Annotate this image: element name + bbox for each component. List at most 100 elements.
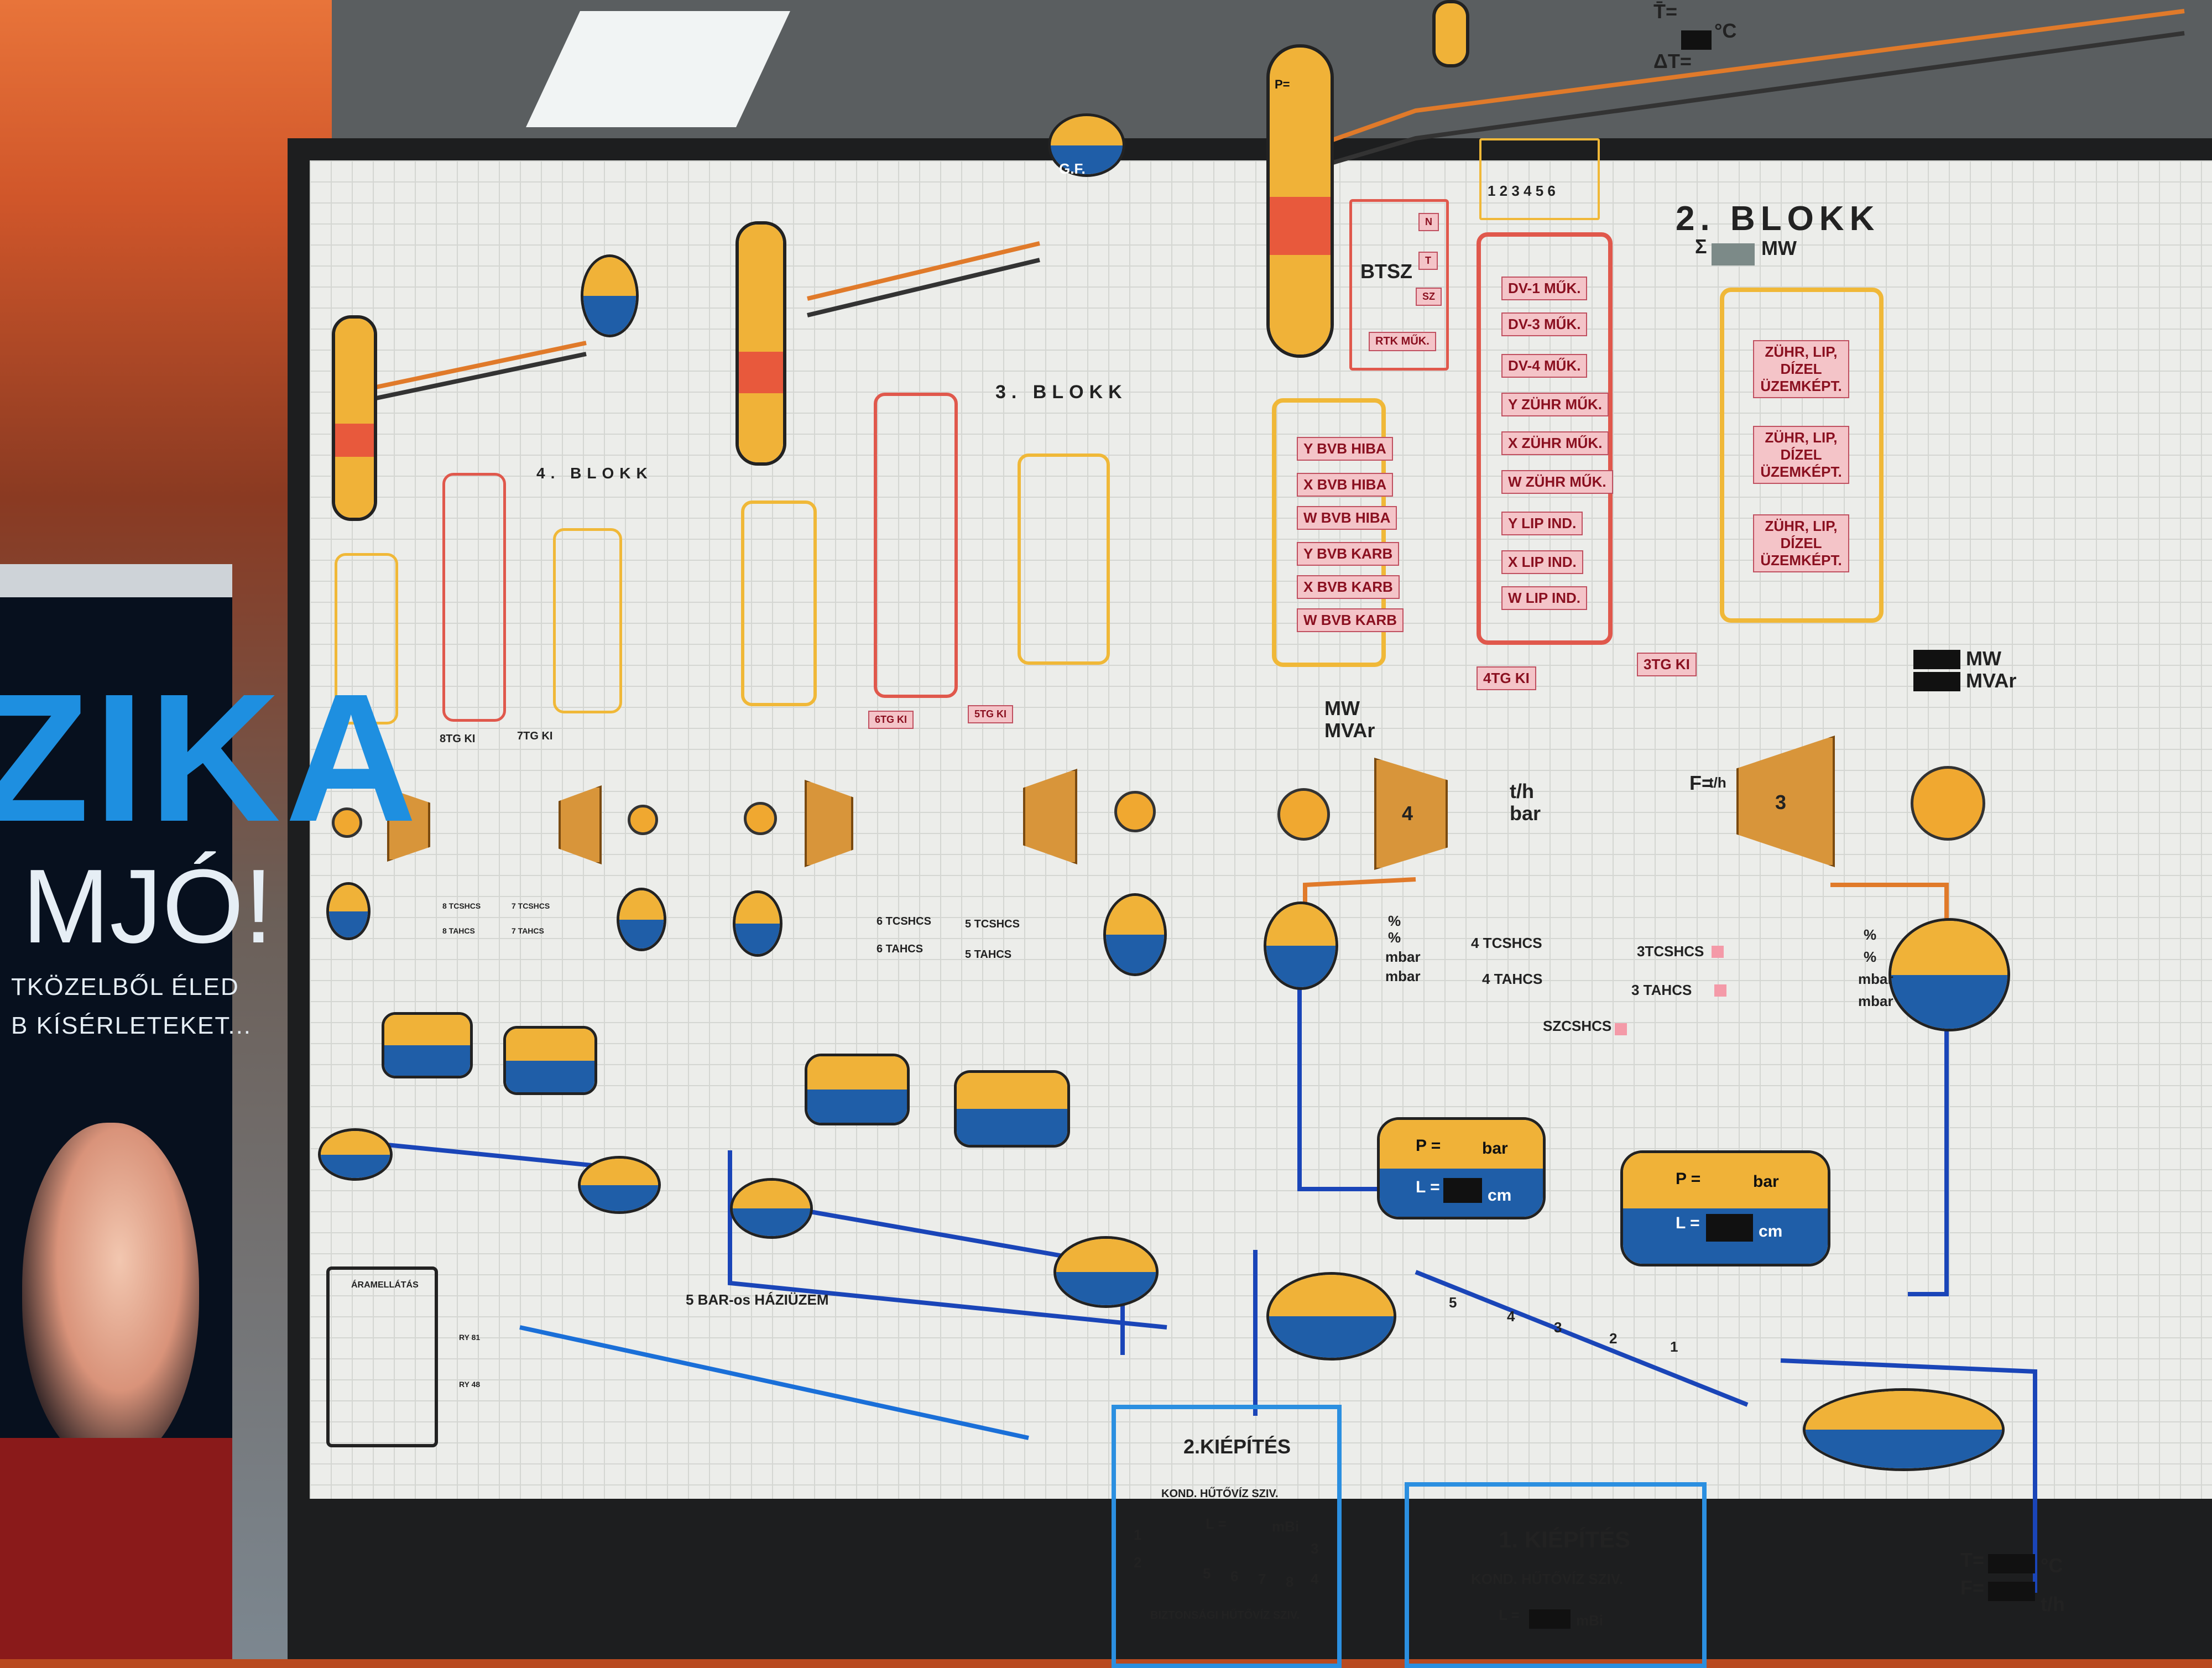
kiepites-2-pump-8: 8 <box>1286 1573 1294 1590</box>
gen-3-mw: MW <box>1966 647 2001 670</box>
cond-3-pct-1: % <box>1864 926 1877 943</box>
bottom-f-unit: t/h <box>2041 1593 2065 1615</box>
kiepites-1-l-label: L = <box>1499 1607 1520 1623</box>
top-t-unit: °C <box>1714 19 1737 42</box>
heater-5 <box>954 1070 1070 1148</box>
annun-2y-item-6: W BVB KARB <box>1297 608 1404 632</box>
poster-child-photo <box>22 1123 199 1466</box>
generator-7 <box>628 805 658 835</box>
steam-pipe-4 <box>375 341 587 389</box>
poster-line-1: TKÖZELBŐL ÉLED <box>11 973 239 1000</box>
btsz-2-t: T <box>1418 252 1438 270</box>
top-dt-label: ΔT= <box>1653 50 1692 72</box>
kiepites-1-sub: KOND. HŰTŐVÍZ SZIV. <box>1471 1571 1623 1587</box>
annun-2y-item-4: Y BVB KARB <box>1297 542 1400 566</box>
annun-2-item-9: W LIP IND. <box>1501 586 1587 610</box>
condenser-7 <box>617 888 666 951</box>
steam-pipe-top <box>1321 9 2185 146</box>
bottom-f-label: F= <box>1960 1576 1985 1599</box>
poster-title: ZIKA <box>0 655 421 859</box>
cond-pipe-3 <box>1908 1029 1949 1296</box>
cond-3-tahcs: 3 TAHCS <box>1631 982 1692 998</box>
feed-pipe-5 <box>728 1150 1167 1330</box>
heater-4-l-display <box>1443 1178 1482 1203</box>
btsz-2-title: BTSZ <box>1360 260 1412 283</box>
annun-2-item-5: X ZÜHR MŰK. <box>1501 431 1609 455</box>
annunciator-3-zuhr <box>1018 454 1110 665</box>
kiepites-1-title: 1. KIÉPÍTÉS <box>1499 1526 1631 1552</box>
tg-6-ki: 6TG KI <box>868 711 914 729</box>
annunciator-3-red <box>874 393 958 698</box>
lp-heater-4 <box>1266 1272 1396 1361</box>
kiepites-2-l-unit: mBi <box>1272 1518 1300 1535</box>
lp-heater-5 <box>1053 1236 1159 1308</box>
cond-4-mbar-1: mbar <box>1385 948 1421 965</box>
turbine-7 <box>559 785 602 864</box>
kiepites-2-bottom: BIZTONSÁGI HŰTŐVÍZ SZIV. <box>1150 1609 1300 1622</box>
kiepites-2-title: 2.KIÉPÍTÉS <box>1183 1435 1291 1458</box>
separator-tank-2 <box>1266 44 1334 358</box>
level-vessel-2 <box>1432 0 1469 67</box>
house-title: 5 BAR-os HÁZIÜZEM <box>686 1291 829 1308</box>
tg-7-ki: 7TG KI <box>517 730 553 742</box>
annunciator-2-zuhr <box>1720 288 1884 623</box>
szchcs-lamp <box>1615 1023 1627 1035</box>
cond-8-tahcs: 8 TAHCS <box>442 926 475 935</box>
turbine-4-f-unit: t/h <box>1510 780 1534 802</box>
btsz-2-sz: SZ <box>1416 288 1442 306</box>
turbine-5 <box>1023 769 1077 864</box>
kiepites-2-side-1: 1 <box>1134 1526 1142 1543</box>
kiepites-2-pump-5: 5 <box>1203 1565 1211 1582</box>
steam-generator-3 <box>1048 113 1125 177</box>
cond-8-tcshcs: 8 TCSHCS <box>442 901 481 910</box>
condenser-5 <box>1103 893 1167 976</box>
turbine-4-p-unit: bar <box>1510 802 1541 825</box>
heater-4-p-label: P = <box>1416 1137 1441 1155</box>
annun-2-item-3: DV-4 MŰK. <box>1501 354 1588 378</box>
kiepites-1-l-unit: mBi <box>1576 1612 1604 1629</box>
return-pipe-4 <box>375 352 587 400</box>
tg-3-ki: 3TG KI <box>1637 653 1697 676</box>
annunciator-4-zuhr <box>553 528 622 713</box>
heater-3-l-unit: cm <box>1759 1222 1783 1240</box>
turbine-6 <box>805 780 853 867</box>
annun-2y-item-2: X BVB HIBA <box>1297 473 1394 497</box>
kiepites-2-l-label: L = <box>1206 1515 1227 1532</box>
cond-4-pct-2: % <box>1388 929 1401 946</box>
steam-pipe-turbine-3 <box>1830 883 1949 929</box>
cond-3-mbar-1: mbar <box>1858 971 1893 987</box>
gen-3-mvar: MVAr <box>1966 669 2017 692</box>
cond-4-tahcs: 4 TAHCS <box>1482 971 1543 987</box>
generator-8 <box>332 807 362 838</box>
pump-5-label: 5 <box>1449 1294 1457 1311</box>
annunciator-4-red <box>442 473 506 722</box>
turbine-4 <box>1374 758 1448 870</box>
lp-heater-8 <box>318 1128 393 1181</box>
steam-pipe-3 <box>807 241 1040 301</box>
cond-3-mbar-2: mbar <box>1858 993 1893 1009</box>
poster-line-2: B KÍSÉRLETEKET... <box>11 1012 252 1039</box>
annun-2y-item-5: X BVB KARB <box>1297 575 1400 599</box>
lp-heater-7 <box>578 1156 661 1214</box>
top-t-display <box>1681 30 1712 50</box>
btsz-2-n: N <box>1418 213 1439 231</box>
block-2-title: 2. BLOKK <box>1676 200 1880 238</box>
gen-4-mw: MW <box>1324 697 1360 720</box>
cond-6-tcshcs: 6 TCSHCS <box>877 915 931 927</box>
poster-red-shirt <box>0 1438 232 1659</box>
feed-pipe-3 <box>1780 1358 2037 1593</box>
kiepites-2-sub: KOND. HŰTŐVÍZ SZIV. <box>1161 1488 1279 1500</box>
heater-4-p-unit: bar <box>1482 1139 1508 1158</box>
heater-6 <box>805 1054 910 1125</box>
annunciator-2-bvb <box>1272 398 1386 667</box>
cond-6-tahcs: 6 TAHCS <box>877 943 924 955</box>
annun-2-item-8: X LIP IND. <box>1501 550 1583 574</box>
turbine-3-number: 3 <box>1775 791 1787 814</box>
block-4-title: 4. BLOKK <box>536 465 653 482</box>
power-supply-label: ÁRAMELLÁTÁS <box>351 1280 419 1290</box>
cond-4-tcshcs: 4 TCSHCS <box>1471 935 1542 951</box>
power-supply-panel <box>326 1266 438 1447</box>
btsz-2-box <box>1349 199 1449 371</box>
turbine-3-f-unit: t/h <box>1709 774 1726 791</box>
cond-5-tahcs: 5 TAHCS <box>965 948 1012 961</box>
